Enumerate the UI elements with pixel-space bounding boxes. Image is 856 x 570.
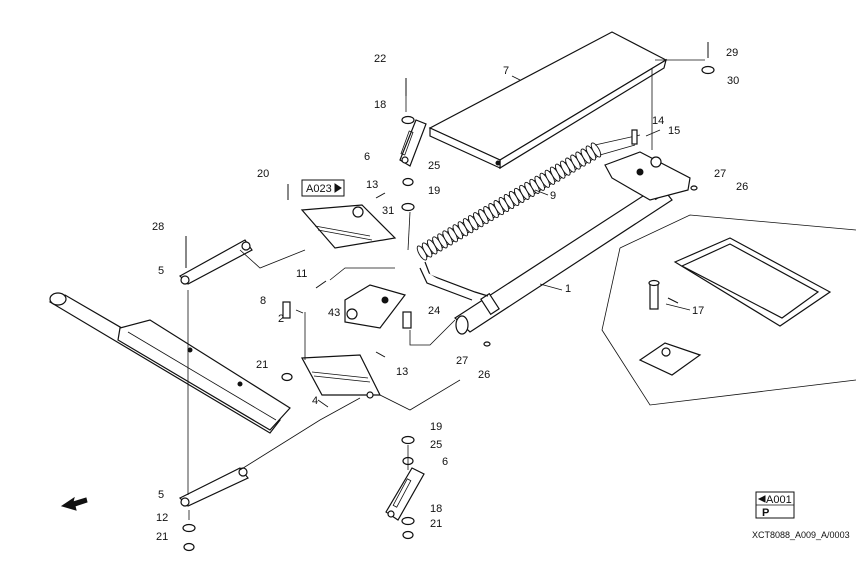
callout-26-right: 26: [736, 181, 748, 193]
callout-13-upper: 13: [366, 179, 378, 191]
callout-20: 20: [257, 168, 269, 180]
callout-1: 1: [565, 283, 571, 295]
washers-and-nuts: [182, 65, 715, 552]
slotted-link-upper-part-6: [399, 119, 427, 167]
callout-15: 15: [668, 125, 680, 137]
frame-guard: [601, 214, 856, 406]
callout-18-lower: 18: [430, 503, 442, 515]
callout-25-upper: 25: [428, 160, 440, 172]
slotted-link-lower-part-6: [385, 467, 425, 521]
callout-4: 4: [312, 395, 318, 407]
left-tube-and-bracket: [48, 292, 291, 434]
callout-2: 2: [278, 313, 284, 325]
direction-arrow-icon: [60, 496, 88, 511]
arm-link-lower-part-5: [178, 467, 249, 507]
callout-labels: 1 2 4 5 5 6 6 7 8 9 11 12 13 13 14 15 17…: [152, 47, 748, 543]
callout-5-lower: 5: [158, 489, 164, 501]
callout-13-lower: 13: [396, 366, 408, 378]
callout-43: 43: [328, 307, 340, 319]
reference-box-a001: A001 P: [755, 491, 795, 519]
callout-28: 28: [152, 221, 164, 233]
callout-6-lower: 6: [442, 456, 448, 468]
callout-6-upper: 6: [364, 151, 370, 163]
callout-30: 30: [727, 75, 739, 87]
upper-mounting-plate: [300, 204, 397, 249]
callout-29: 29: [726, 47, 738, 59]
callout-21-bottom: 21: [156, 531, 168, 543]
callout-25-lower: 25: [430, 439, 442, 451]
cover-plate-part-7: [428, 31, 668, 170]
callout-7: 7: [503, 65, 509, 77]
main-tube-part-1: [419, 151, 691, 335]
small-hardware: [185, 42, 709, 358]
bracket-part-2: [344, 284, 407, 329]
callout-27-right: 27: [714, 168, 726, 180]
callout-17: 17: [692, 305, 704, 317]
callout-19-lower: 19: [430, 421, 442, 433]
callout-5-upper: 5: [158, 265, 164, 277]
leader-lines: [187, 59, 705, 520]
arm-link-upper-part-5: [179, 239, 253, 285]
callout-19-upper: 19: [428, 185, 440, 197]
spring-coil: [590, 142, 602, 158]
callout-11: 11: [296, 268, 307, 280]
reference-a001-sub: P: [762, 507, 769, 519]
reference-a023-label: A023: [306, 183, 332, 195]
callout-14: 14: [652, 115, 664, 127]
lower-mounting-plate-part-4: [301, 354, 381, 399]
callout-24: 24: [428, 305, 440, 317]
callout-12: 12: [156, 512, 168, 524]
reference-box-a023: A023: [301, 179, 345, 197]
callout-9: 9: [550, 190, 556, 202]
callout-21-right: 21: [430, 518, 442, 530]
callout-ticks: [295, 75, 691, 408]
drawing-code: XCT8088_A009_A/0003: [752, 530, 850, 540]
callout-8: 8: [260, 295, 266, 307]
callout-27-center: 27: [456, 355, 468, 367]
callout-18-upper: 18: [374, 99, 386, 111]
callout-22: 22: [374, 53, 386, 65]
callout-21-left: 21: [256, 359, 268, 371]
spring-part-9: [416, 134, 641, 261]
callout-31: 31: [382, 205, 394, 217]
callout-26-center: 26: [478, 369, 490, 381]
reference-a001-label: A001: [766, 494, 792, 506]
